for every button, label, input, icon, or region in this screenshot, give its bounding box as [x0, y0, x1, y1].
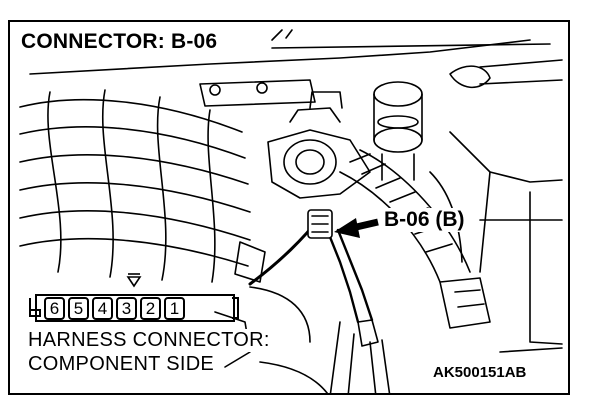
connector-title: CONNECTOR: B-06 — [18, 30, 221, 54]
callout-arrow — [334, 218, 379, 238]
pin-marker-triangle — [126, 276, 142, 288]
figure-reference-code: AK500151AB — [431, 364, 529, 381]
harness-label-line2: COMPONENT SIDE — [26, 353, 217, 376]
connector-pin-2: 2 — [140, 297, 161, 320]
harness-connector-face — [29, 294, 239, 322]
harness-label-line1: HARNESS CONNECTOR: — [26, 329, 272, 352]
connector-pin-3: 3 — [116, 297, 137, 320]
connector-pin-4: 4 — [92, 297, 113, 320]
diagram-frame: CONNECTOR: B-06 B-06 (B) 6 5 4 3 2 1 HAR… — [8, 20, 570, 395]
connector-pin-1: 1 — [164, 297, 185, 320]
engine-bay-illustration — [19, 29, 563, 393]
connector-pin-6: 6 — [44, 297, 65, 320]
connector-pin-5: 5 — [68, 297, 89, 320]
connector-callout-label: B-06 (B) — [382, 208, 467, 232]
